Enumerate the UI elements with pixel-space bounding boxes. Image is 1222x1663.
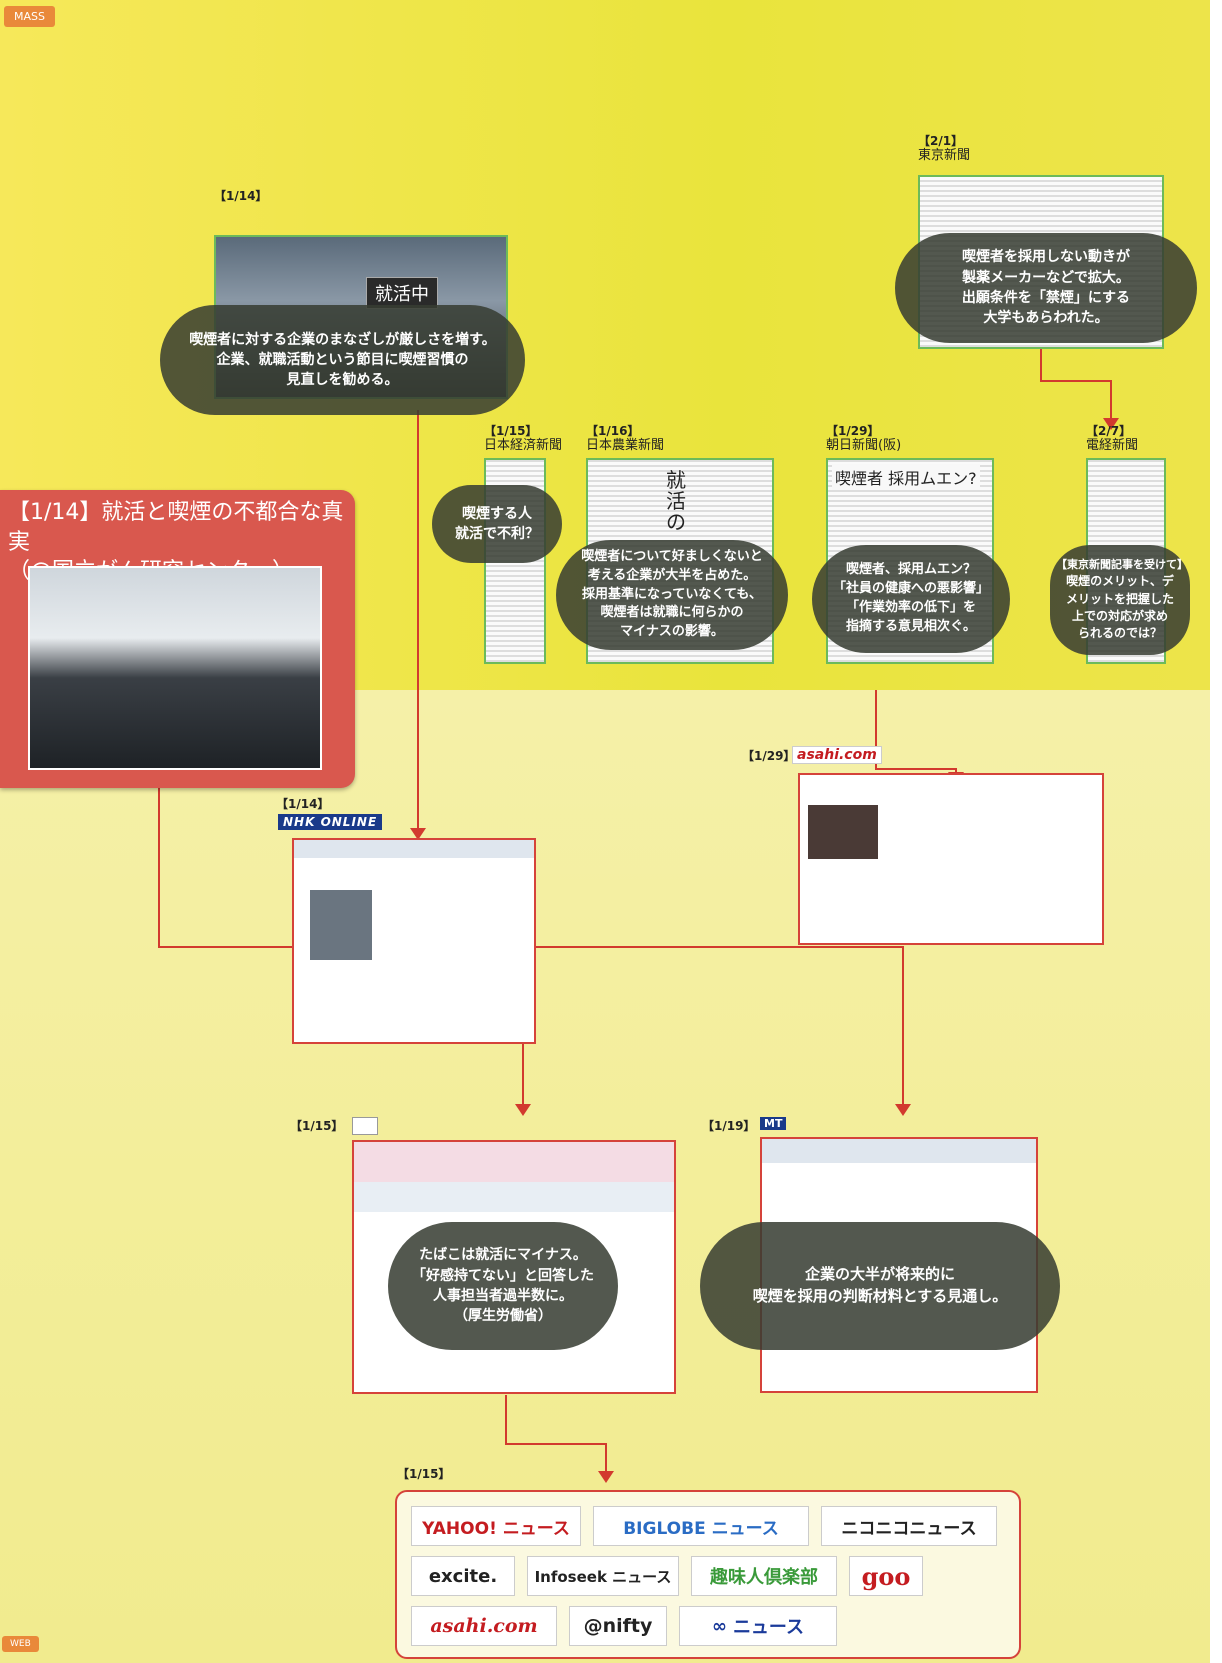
tv-caption: 喫煙者に対する企業のまなざしが厳しさを増す。 企業、就職活動という節目に喫煙習慣… [160,305,525,415]
connector-mt [902,946,904,1106]
connector-tv-nhk [417,410,419,830]
mass-tag: MASS [4,6,55,27]
asahi-caption: 喫煙者、採用ムエン？ 「社員の健康への悪影響」 「作業効率の低下」を 指摘する意… [812,545,1010,653]
nikkei-caption: 喫煙する人 就活で不利？ [432,485,562,563]
event-photo [28,566,322,770]
arrow-denki [1103,418,1119,430]
tokyo-caption: 喫煙者を採用しない動きが 製薬メーカーなどで拡大。 出願条件を「禁煙」にする 大… [895,233,1197,343]
denki-caption: 喫煙のメリット、デ メリットを把握した 上での対応が求め られるのでは？ [1065,574,1174,641]
shumijin-club-logo: 趣味人倶楽部 [691,1556,837,1596]
connector-jiji-down [505,1395,507,1445]
asahicom-logo: asahi.com [792,746,882,764]
mt-caption: 企業の大半が将来的に 喫煙を採用の判断材料とする見通し。 [700,1222,1060,1350]
asahicom-date: 【1/29】 [742,749,796,763]
aggregators-date: 【1/15】 [397,1467,451,1481]
connector-tokyo-down [1040,348,1042,382]
tv-screen-text: 就活中 [366,277,438,309]
infoseek-news-logo: Infoseek ニュース [527,1556,679,1596]
nhk-web-screenshot [292,838,536,1044]
arrow-mt [895,1104,911,1116]
tv-date: 【1/14】 [214,189,268,203]
asahicom-aggregator-logo: asahi.com [411,1606,557,1646]
asahicom-web-photo [808,805,878,859]
mt-logo: MT [760,1117,787,1130]
livedoor-news-logo: ∞ニュース [679,1606,837,1646]
web-tag: WEB [2,1636,39,1652]
arrow-aggregators [598,1471,614,1483]
arrow-nhk [410,828,426,840]
yahoo-news-logo: YAHOO! ニュース [411,1506,581,1546]
event-box: 【1/14】就活と喫煙の不都合な真実 （@国立がん研究センター） [0,490,355,788]
connector-asahi-down [955,768,957,774]
nhk-web-photo [310,890,372,960]
niconico-news-logo: ニコニコニュース [821,1506,997,1546]
arrow-jiji [515,1104,531,1116]
biglobe-news-logo: BIGLOBE ニュース [593,1506,809,1546]
goo-logo: goo [849,1556,923,1596]
connector-asahi-web [875,690,877,770]
infinity-icon: ∞ [711,1615,727,1637]
denki-caption-box: 【東京新聞記事を受けて】 喫煙のメリット、デ メリットを把握した 上での対応が求… [1050,545,1190,655]
asahi-headline: 喫煙者 採用ムエン? [832,464,980,490]
connector-event-down [158,788,160,948]
nougyou-caption: 喫煙者について好ましくないと 考える企業が大半を占めた。 採用基準になっていなく… [556,540,788,650]
nifty-logo: @nifty [569,1606,667,1646]
jiji-date: 【1/15】 [290,1119,344,1133]
jiji-caption: たばこは就活にマイナス。 「好感持てない」と回答した 人事担当者過半数に。 （厚… [388,1222,618,1350]
tokyo-date-block: 【2/1】 東京新聞 [918,134,971,163]
excite-logo: excite. [411,1556,515,1596]
connector-tokyo-right [1040,380,1112,382]
connector-asahi-right [875,768,957,770]
connector-jiji-right [505,1443,607,1445]
nougyou-date-block: 【1/16】 日本農業新聞 [586,424,665,453]
asahi-date-block: 【1/29】 朝日新聞(阪) [826,424,902,453]
jiji-logo-icon [352,1117,378,1135]
nhk-date: 【1/14】 [276,797,330,811]
right-margin [1210,0,1222,1663]
denki-date-block: 【2/7】 電経新聞 [1086,424,1139,453]
connector-tokyo-denki [1110,380,1112,420]
aggregators-box: YAHOO! ニュース BIGLOBE ニュース ニコニコニュース excite… [395,1490,1021,1659]
nhk-logo: NHK ONLINE [278,814,383,830]
nikkei-date-block: 【1/15】 日本経済新聞 [484,424,563,453]
nougyou-headline: 就活の [666,468,686,534]
denki-note: 【東京新聞記事を受けて】 [1056,558,1188,572]
mt-date: 【1/19】 [702,1119,756,1133]
connector-aggregators [605,1443,607,1473]
asahicom-web-screenshot [798,773,1104,945]
